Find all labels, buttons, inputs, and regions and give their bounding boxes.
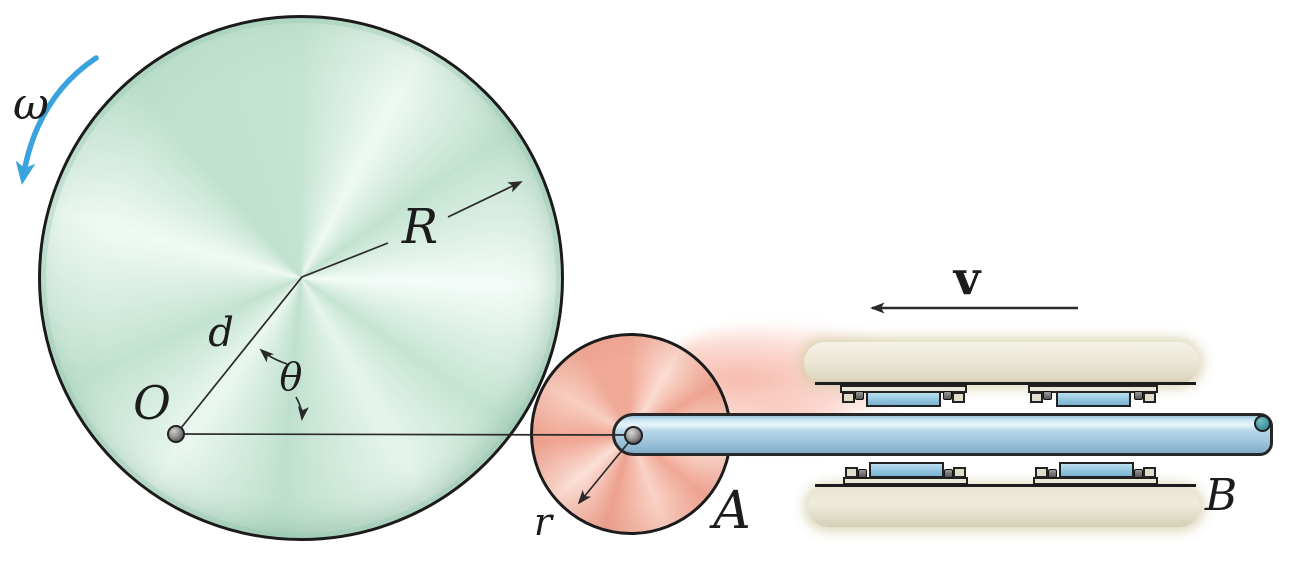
upper-roller-assembly-2 [1028,385,1158,409]
roller-bracket-foot [1143,467,1156,478]
roller-bolt [1134,391,1143,400]
roller-bolt [858,469,867,478]
radius-R-arrow [447,181,523,218]
roller-bolt [944,469,953,478]
roller-bolt [1134,469,1143,478]
point-O-label: O [133,376,171,430]
theta-arc-upper [259,348,288,365]
roller-pad [1056,391,1131,407]
roller-bracket-foot [1035,467,1048,478]
radius-r-label: r [533,500,553,544]
roller-bolt [943,391,952,400]
distance-d-label: d [208,310,234,356]
rod-pin [624,426,643,445]
horizontal-reference-line [176,433,634,436]
roller-bracket-foot [1030,392,1043,403]
roller-bracket-foot [952,392,965,403]
roller-bracket-foot [845,467,858,478]
pivot-point-O-dot [167,425,185,443]
distance-d-line [176,242,389,434]
radius-R-label: R [401,199,439,255]
roller-bracket-foot [953,467,966,478]
roller-bracket-foot [1143,392,1156,403]
omega-label: ω [13,79,49,130]
small-radius-r-arrow [577,436,634,505]
lower-support-block [808,487,1200,527]
angle-theta-label: θ [279,355,303,399]
roller-bolt [1043,391,1052,400]
roller-bolt [1048,469,1057,478]
upper-support-rail [815,382,1196,385]
velocity-v-label: v [953,251,981,305]
lower-support-rail [815,484,1196,487]
rotation-arrow [15,55,99,185]
rod-end-dot [1254,415,1271,432]
disk-A-label: A [713,481,751,541]
theta-arc-lower [295,396,309,421]
support-B-label: B [1204,470,1238,521]
